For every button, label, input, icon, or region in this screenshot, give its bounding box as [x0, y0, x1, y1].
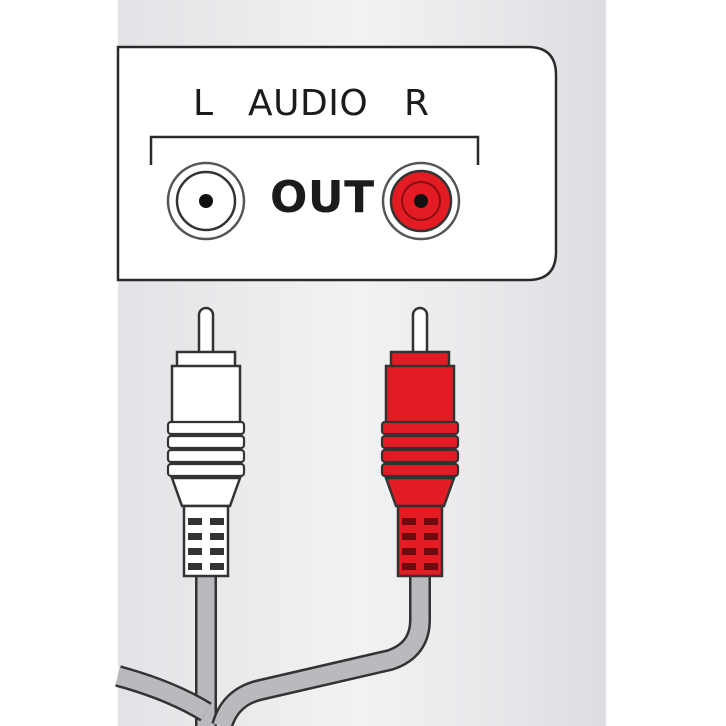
right-rca-plug	[380, 306, 460, 578]
out-label: OUT	[270, 172, 375, 223]
left-channel-label: L	[193, 83, 214, 124]
right-channel-label: R	[404, 83, 430, 124]
audio-title: AUDIO	[248, 83, 369, 124]
right-jack	[381, 161, 461, 241]
device-panel	[116, 45, 558, 282]
cables	[115, 575, 431, 726]
left-rca-plug	[166, 306, 246, 578]
label-bracket	[149, 135, 480, 165]
left-jack	[166, 161, 246, 241]
